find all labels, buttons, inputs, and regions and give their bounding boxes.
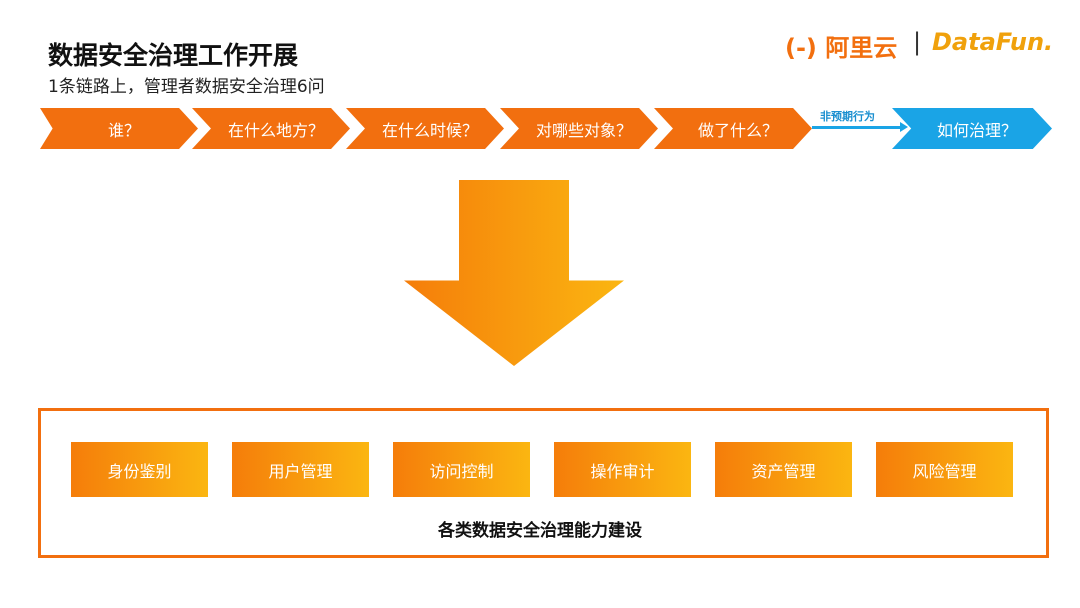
- connector-arrow-icon: [812, 122, 908, 132]
- aliyun-logo-text: 阿里云: [825, 34, 898, 62]
- capability-risk-mgmt: 风险管理: [876, 442, 1013, 497]
- connector-label: 非预期行为: [820, 110, 875, 123]
- aliyun-logo: (-) 阿里云: [785, 28, 897, 63]
- chain-step-when: 在什么时候？: [346, 108, 504, 149]
- capability-audit: 操作审计: [554, 442, 691, 497]
- chain-step-objects: 对哪些对象？: [500, 108, 658, 149]
- chain-step-where: 在什么地方？: [192, 108, 350, 149]
- capabilities-label: 各类数据安全治理能力建设: [438, 521, 642, 541]
- chain-step-what: 做了什么？: [654, 108, 812, 149]
- datafun-logo: DataFun.: [932, 28, 1054, 56]
- capabilities-box: [38, 408, 1049, 558]
- capability-identity: 身份鉴别: [71, 442, 208, 497]
- logo-separator: |: [913, 28, 922, 56]
- chain-step-who: 谁？: [40, 108, 198, 149]
- aliyun-icon: (-): [785, 34, 817, 62]
- capability-access-control: 访问控制: [393, 442, 530, 497]
- page-title: 数据安全治理工作开展: [48, 41, 299, 70]
- capability-user-mgmt: 用户管理: [232, 442, 369, 497]
- capability-asset-mgmt: 资产管理: [715, 442, 852, 497]
- page-subtitle: 1条链路上，管理者数据安全治理6问: [48, 77, 325, 97]
- down-arrow-icon: [404, 180, 624, 366]
- chain-step-govern: 如何治理？: [892, 108, 1052, 149]
